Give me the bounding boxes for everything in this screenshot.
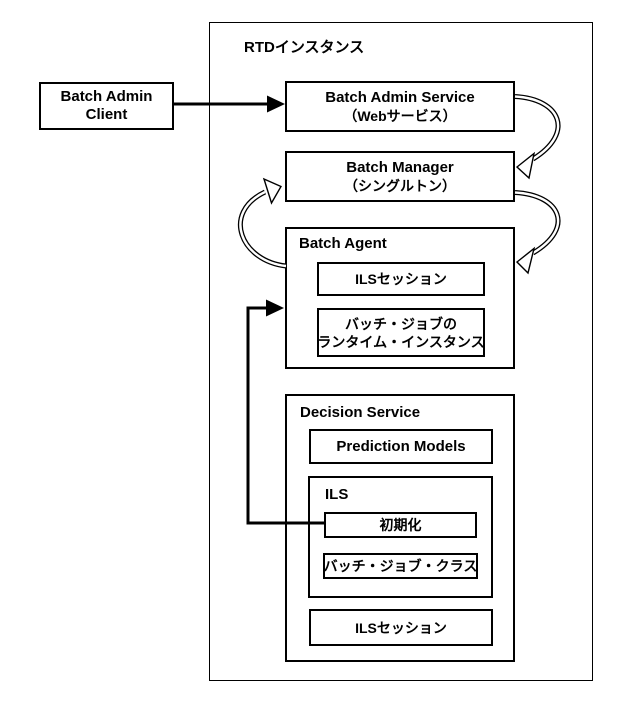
batch-manager-label: Batch Manager: [346, 158, 454, 176]
batch-admin-service-box: Batch Admin Service （Webサービス）: [285, 81, 515, 132]
batch-admin-client-label-line1: Batch Admin: [60, 88, 153, 105]
prediction-models-box: Prediction Models: [309, 429, 493, 464]
rtd-instance-label: RTDインスタンス: [244, 39, 365, 56]
batch-job-class-box: バッチ・ジョブ・クラス: [323, 553, 478, 579]
prediction-models-label: Prediction Models: [336, 437, 466, 455]
ils-label: ILS: [325, 486, 349, 503]
batch-admin-client-label-line2: Client: [85, 106, 128, 123]
init-label: 初期化: [379, 517, 422, 533]
init-box: 初期化: [324, 512, 477, 538]
decision-ils-session-box: ILSセッション: [309, 609, 493, 646]
agent-ils-session-box: ILSセッション: [317, 262, 485, 296]
batch-job-runtime-box: バッチ・ジョブの ランタイム・インスタンス: [317, 308, 485, 357]
batch-manager-sublabel: （シングルトン）: [344, 177, 456, 194]
decision-ils-session-label: ILSセッション: [355, 619, 447, 636]
batch-manager-box: Batch Manager （シングルトン）: [285, 151, 515, 202]
batch-job-runtime-label-line2: ランタイム・インスタンス: [317, 333, 485, 350]
decision-service-label: Decision Service: [300, 404, 421, 421]
batch-admin-client-box: Batch Admin Client: [39, 82, 174, 130]
batch-job-runtime-label-line1: バッチ・ジョブの: [345, 315, 457, 332]
batch-admin-service-sublabel: （Webサービス）: [343, 107, 457, 124]
agent-ils-session-label: ILSセッション: [355, 271, 447, 287]
batch-agent-label: Batch Agent: [299, 235, 387, 252]
batch-admin-service-label: Batch Admin Service: [325, 88, 475, 106]
batch-job-class-label: バッチ・ジョブ・クラス: [323, 558, 478, 574]
